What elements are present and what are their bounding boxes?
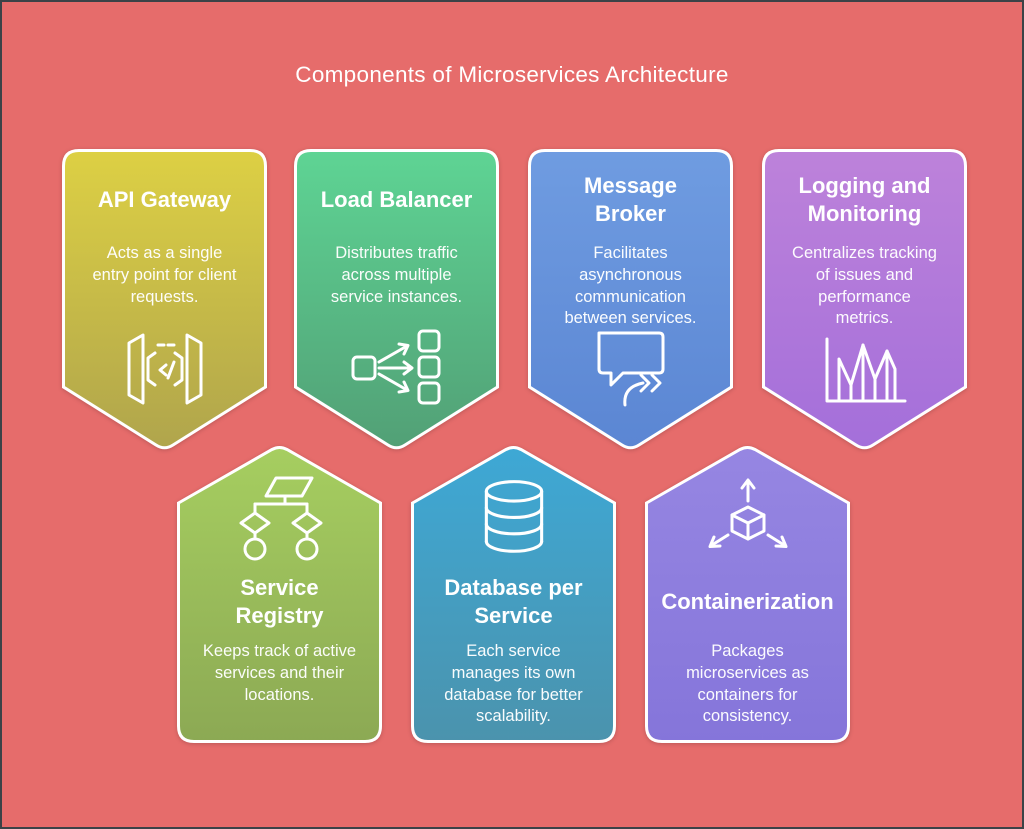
card-description: Acts as a single entry point for client … bbox=[92, 244, 237, 306]
card-description: Facilitates asynchronous communication b… bbox=[564, 244, 697, 328]
page-title: Components of Microservices Architecture bbox=[295, 62, 729, 87]
code-gateway-icon bbox=[62, 325, 267, 413]
card-description: Distributes traffic across multiple serv… bbox=[330, 244, 463, 306]
card-logging-and-monitoring: Logging and Monitoring Centralizes track… bbox=[762, 149, 967, 454]
card-title: Service Registry bbox=[235, 574, 324, 628]
load-distribution-icon bbox=[294, 325, 499, 409]
card-title: API Gateway bbox=[97, 186, 232, 212]
flowchart-icon bbox=[230, 469, 330, 569]
message-bubble-icon bbox=[528, 325, 733, 413]
card-containerization: Containerization Packages microservices … bbox=[645, 445, 850, 743]
card-database-per-service: Database per Service Each service manage… bbox=[411, 445, 616, 743]
card-description: Each service manages its own database fo… bbox=[444, 642, 583, 726]
card-description: Packages microservices as containers for… bbox=[686, 642, 809, 726]
card-shape bbox=[645, 446, 850, 743]
card-shape bbox=[762, 149, 967, 450]
card-service-registry: Service Registry Keeps track of active s… bbox=[177, 445, 382, 743]
card-title: Containerization bbox=[661, 588, 834, 614]
card-load-balancer: Load Balancer Distributes traffic across… bbox=[294, 149, 499, 454]
card-shape bbox=[62, 149, 267, 450]
card-title: Logging and Monitoring bbox=[798, 172, 931, 226]
card-shape bbox=[528, 149, 733, 450]
card-title: Load Balancer bbox=[320, 186, 473, 212]
card-api-gateway: API Gateway Acts as a single entry point… bbox=[62, 149, 267, 454]
card-description: Centralizes tracking of issues and perfo… bbox=[792, 244, 937, 328]
cube-axes-icon bbox=[700, 469, 796, 569]
card-shape bbox=[177, 446, 382, 743]
card-title: Message Broker bbox=[584, 172, 677, 226]
database-icon bbox=[473, 469, 555, 569]
card-shape bbox=[294, 149, 499, 450]
monitoring-chart-icon bbox=[762, 325, 967, 413]
card-shape bbox=[411, 446, 616, 743]
card-description: Keeps track of active services and their… bbox=[202, 642, 357, 704]
card-message-broker: Message Broker Facilitates asynchronous … bbox=[528, 149, 733, 454]
card-title: Database per Service bbox=[444, 574, 583, 628]
